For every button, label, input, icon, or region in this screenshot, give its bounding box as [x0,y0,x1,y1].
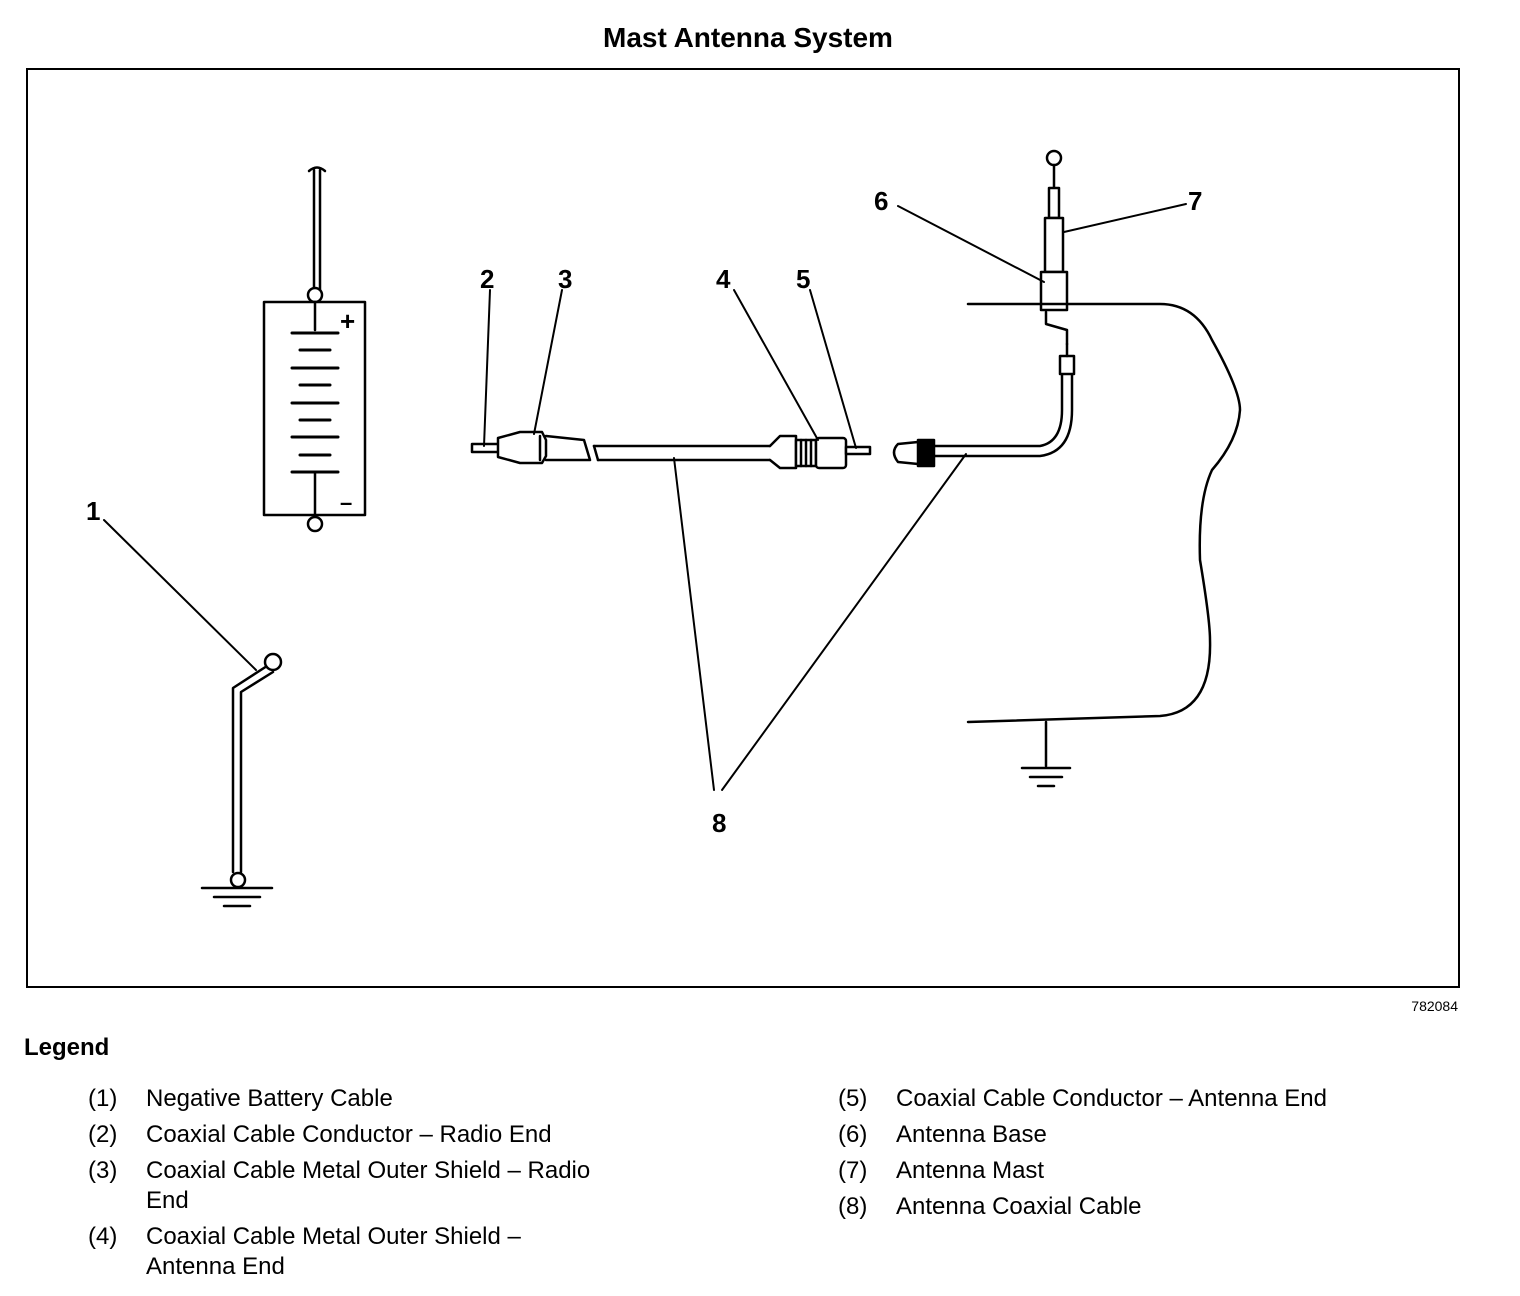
diagram-title: Mast Antenna System [603,22,893,53]
legend-number: (7) [838,1157,868,1184]
legend-number: (2) [88,1121,118,1148]
antenna-diagram: + – 1 2 3 4 5 6 7 8 [86,149,1242,908]
legend-heading: Legend [24,1034,110,1061]
legend-item: (7) Antenna Mast [838,1156,1478,1186]
callout-1: 1 [86,496,100,526]
legend-item: (8) Antenna Coaxial Cable [838,1192,1478,1222]
figure-id: 782084 [1411,998,1458,1014]
legend-item: (4) Coaxial Cable Metal Outer Shield – A… [88,1222,688,1282]
legend-item: (5) Coaxial Cable Conductor – Antenna En… [838,1084,1478,1114]
ground-symbol-right [1020,766,1072,788]
legend-text: Coaxial Cable Conductor – Radio End [146,1121,552,1148]
leader-lines [103,203,1187,791]
legend-item: (1) Negative Battery Cable [88,1084,688,1114]
legend-item: (6) Antenna Base [838,1120,1478,1150]
legend-column-right: (5) Coaxial Cable Conductor – Antenna En… [838,1084,1478,1228]
legend-text: Negative Battery Cable [146,1085,393,1112]
coax-cable-section [592,434,872,470]
legend-number: (5) [838,1085,868,1112]
legend-text: Coaxial Cable Metal Outer Shield – Radio… [146,1157,591,1214]
legend-text: Coaxial Cable Conductor – Antenna End [896,1085,1327,1112]
legend-number: (3) [88,1157,118,1184]
callout-4: 4 [716,264,731,294]
coax-antenna-side [892,310,1076,468]
legend-text: Antenna Base [896,1121,1047,1148]
legend-text: Antenna Mast [896,1157,1045,1184]
negative-battery-cable [229,652,283,889]
legend-number: (6) [838,1121,868,1148]
legend-item: (3) Coaxial Cable Metal Outer Shield – R… [88,1156,688,1216]
battery-positive-sign: + [340,306,355,336]
ground-symbol-left [200,886,274,908]
callout-8: 8 [712,808,726,838]
legend-number: (1) [88,1085,118,1112]
battery-negative-sign: – [340,490,352,515]
legend-item: (2) Coaxial Cable Conductor – Radio End [88,1120,688,1150]
antenna-mast [1043,149,1065,274]
legend-text: Coaxial Cable Metal Outer Shield – Anten… [146,1223,521,1280]
legend-text: Antenna Coaxial Cable [896,1193,1142,1220]
legend-number: (4) [88,1223,118,1250]
legend-column-left: (1) Negative Battery Cable (2) Coaxial C… [88,1084,688,1288]
battery-symbol [262,166,367,533]
diagram-frame [26,68,1460,988]
callout-3: 3 [558,264,572,294]
legend-number: (8) [838,1193,868,1220]
callout-7: 7 [1188,186,1202,216]
callout-5: 5 [796,264,810,294]
vehicle-body-outline [966,302,1242,768]
callout-6: 6 [874,186,888,216]
callout-2: 2 [480,264,494,294]
coax-radio-end [470,430,592,465]
